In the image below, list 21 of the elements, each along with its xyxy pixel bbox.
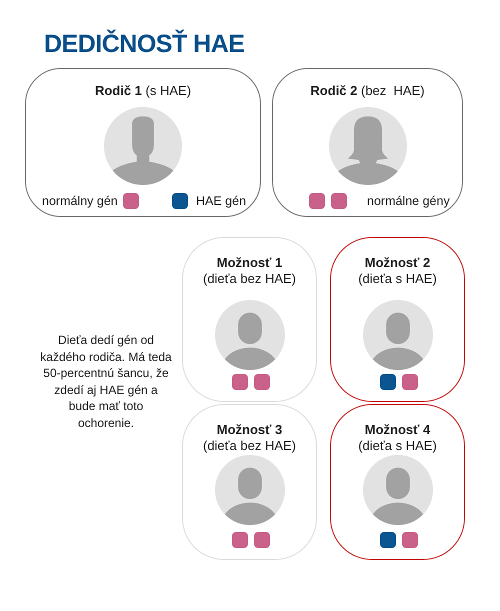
legend-label: HAE gén xyxy=(196,194,246,208)
card-heading: Rodič 1 (s HAE) xyxy=(94,83,192,99)
title: DEDIČNOSŤ HAE xyxy=(44,30,244,59)
card-heading: Možnosť 2 xyxy=(364,255,432,271)
gene-label: normálne gény xyxy=(367,194,450,208)
parent-card xyxy=(25,68,261,217)
child-option-card xyxy=(330,404,465,560)
card-heading: Možnosť 1 xyxy=(216,255,284,271)
card-heading: Rodič 2 (bez HAE) xyxy=(309,83,426,99)
note-text: Dieťa dedí gén od každého rodiča. Má teda 50-percentnú šancu, že zdedí aj HAE gén a bude mať toto ochorenie. xyxy=(40,332,172,431)
card-subheading: (dieťa s HAE) xyxy=(357,271,438,287)
legend-label: normálny gén xyxy=(42,194,118,208)
child-option-card xyxy=(182,237,317,402)
card-subheading: (dieťa s HAE) xyxy=(357,438,438,454)
card-heading: Možnosť 4 xyxy=(364,422,432,438)
card-subheading: (dieťa bez HAE) xyxy=(202,438,298,454)
child-option-card xyxy=(330,237,465,402)
card-heading: Možnosť 3 xyxy=(216,422,284,438)
card-subheading: (dieťa bez HAE) xyxy=(202,271,298,287)
child-option-card xyxy=(182,404,317,560)
parent-card xyxy=(272,68,463,217)
